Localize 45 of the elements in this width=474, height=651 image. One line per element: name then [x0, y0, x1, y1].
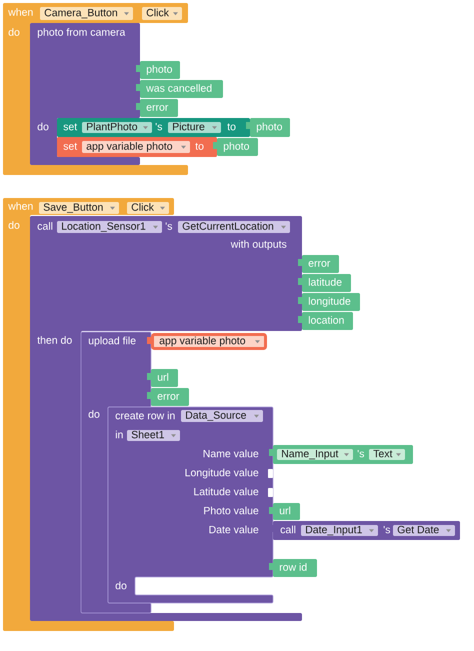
node-label: Photo value — [204, 506, 258, 514]
dropdown-field: Name_Input — [277, 449, 353, 460]
value-block: app variable photo — [147, 333, 267, 350]
value-block: row id — [269, 559, 317, 577]
node-label: Date value — [209, 526, 258, 534]
node-label: do — [116, 582, 126, 590]
dropdown-field: Get Date — [393, 525, 455, 536]
node-label: in — [116, 430, 123, 438]
value-block: error — [136, 99, 178, 117]
dropdown-field: Camera_Button — [40, 7, 133, 20]
dropdown-field: GetCurrentLocation — [178, 221, 290, 233]
value-block: error — [298, 255, 339, 273]
node-label: error — [308, 261, 330, 267]
dropdown-field: Sheet1 — [127, 430, 180, 441]
dropdown-field: Click — [127, 202, 169, 214]
dropdown-field: Text — [369, 449, 405, 460]
node-label: Longitude value — [186, 468, 258, 478]
dropdown-field: Click — [142, 7, 182, 20]
value-block: location — [298, 312, 353, 330]
value-block: url — [147, 369, 178, 387]
value-block: url — [269, 503, 300, 520]
node-label: photo — [146, 65, 172, 75]
value-block: latitude — [298, 274, 351, 292]
node-label: Name value — [204, 450, 258, 458]
node-label: error — [146, 105, 168, 111]
dropdown-field: app variable photo — [82, 141, 190, 153]
value-block: photo — [136, 61, 180, 79]
node-label: latitude — [308, 278, 342, 286]
value-block: error — [147, 388, 189, 406]
value-block: was cancelled — [136, 80, 223, 98]
dropdown-field: Location_Sensor1 — [57, 221, 162, 233]
value-block: photo — [213, 138, 258, 156]
node-label: Latitude value — [194, 488, 258, 496]
dropdown-field: Date_Input1 — [301, 525, 378, 536]
dropdown-field: Data_Source — [181, 410, 263, 422]
node-label: 's — [384, 526, 390, 534]
value-block: photo — [246, 118, 290, 137]
dropdown-field: Save_Button — [39, 202, 119, 214]
node-label: url — [158, 373, 168, 381]
dropdown-field: PlantPhoto — [82, 122, 152, 133]
node-label: call — [280, 526, 296, 534]
node-label: location — [308, 316, 344, 324]
value-block: longitude — [298, 293, 360, 311]
dropdown-field: Picture — [168, 122, 221, 133]
node-label: longitude — [308, 297, 350, 307]
